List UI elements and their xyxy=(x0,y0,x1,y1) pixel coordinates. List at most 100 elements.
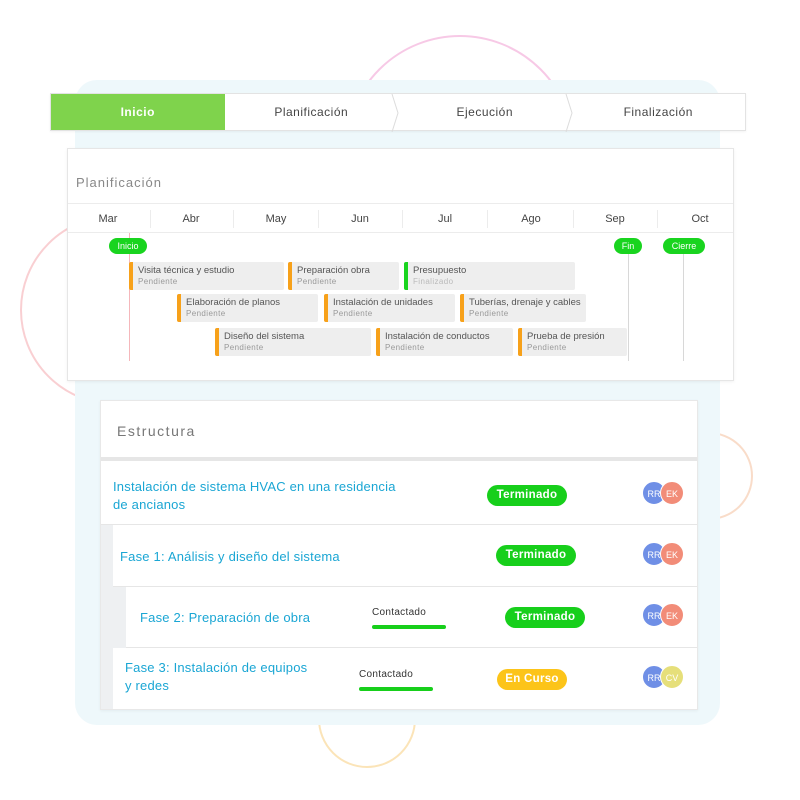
step-ejecucion[interactable]: Ejecución xyxy=(398,94,573,132)
month-divider xyxy=(657,210,658,228)
task-status: Pendiente xyxy=(224,343,264,352)
step-finalizacion[interactable]: Finalización xyxy=(572,94,746,130)
month-divider xyxy=(402,210,403,228)
task-status-indicator xyxy=(404,262,408,290)
estructura-title: Estructura xyxy=(117,423,196,439)
milestone-fin[interactable]: Fin xyxy=(614,238,642,254)
phase-name[interactable]: Fase 1: Análisis y diseño del sistema xyxy=(120,549,340,564)
milestone-line-inicio xyxy=(129,233,130,361)
month-label: Abr xyxy=(182,213,200,225)
task-status-indicator xyxy=(177,294,181,322)
step-inicio[interactable]: Inicio xyxy=(51,94,225,130)
row-name-line: de ancianos xyxy=(113,497,186,512)
month-label: Jul xyxy=(437,213,453,225)
month-label: Mar xyxy=(98,213,118,225)
task-status-indicator xyxy=(460,294,464,322)
task-status: Pendiente xyxy=(385,343,425,352)
status-badge: Terminado xyxy=(505,607,585,628)
progress-steps: Inicio Planificación Ejecución Finalizac… xyxy=(50,93,746,132)
estructura-header: Estructura xyxy=(101,401,697,461)
estructura-card: Estructura Instalación de sistema HVAC e… xyxy=(100,400,698,710)
row-name-line: Instalación de sistema HVAC en una resid… xyxy=(113,479,396,494)
month-label: Sep xyxy=(605,213,625,225)
task-bar[interactable]: Visita técnica y estudio Pendiente xyxy=(129,262,284,290)
task-bar[interactable]: Instalación de conductos Pendiente xyxy=(376,328,513,356)
task-name: Diseño del sistema xyxy=(224,331,305,342)
contact-progress-bar xyxy=(372,625,446,629)
status-badge: En Curso xyxy=(497,669,567,690)
estructura-row-phase[interactable]: Fase 1: Análisis y diseño del sistema Te… xyxy=(113,525,697,587)
task-status: Pendiente xyxy=(527,343,567,352)
task-bar[interactable]: Tuberías, drenaje y cables Pendiente xyxy=(460,294,586,322)
status-badge: Terminado xyxy=(496,545,576,566)
task-status: Finalizado xyxy=(413,277,454,286)
task-status-indicator xyxy=(518,328,522,356)
task-status: Pendiente xyxy=(333,309,373,318)
phase-name[interactable]: Fase 2: Preparación de obra xyxy=(140,610,311,625)
step-label: Finalización xyxy=(623,105,693,119)
task-status-indicator xyxy=(215,328,219,356)
task-status: Pendiente xyxy=(138,277,178,286)
avatar[interactable]: EK xyxy=(660,603,684,627)
task-name: Elaboración de planos xyxy=(186,297,281,308)
gantt-card: Planificación Mar Abr May Jun Jul Ago Se… xyxy=(67,148,734,381)
chevron-right-icon xyxy=(391,94,399,132)
project-name[interactable]: Instalación de sistema HVAC en una resid… xyxy=(113,478,396,514)
task-bar[interactable]: Elaboración de planos Pendiente xyxy=(177,294,318,322)
gantt-title: Planificación xyxy=(76,175,162,190)
task-name: Instalación de unidades xyxy=(333,297,433,308)
task-status-indicator xyxy=(324,294,328,322)
task-status-indicator xyxy=(376,328,380,356)
contact-label: Contactado xyxy=(359,669,414,680)
row-name-line: y redes xyxy=(125,678,170,693)
month-label: Oct xyxy=(691,213,709,225)
month-divider xyxy=(318,210,319,228)
month-label: Jun xyxy=(351,213,369,225)
month-label: Ago xyxy=(521,213,541,225)
step-planificacion[interactable]: Planificación xyxy=(225,94,399,132)
step-label: Inicio xyxy=(120,105,155,119)
avatar[interactable]: CV xyxy=(660,665,684,689)
avatar[interactable]: EK xyxy=(660,542,684,566)
milestone-line-fin xyxy=(628,253,629,361)
gantt-months-header: Mar Abr May Jun Jul Ago Sep Oct xyxy=(68,203,733,233)
milestone-cierre[interactable]: Cierre xyxy=(663,238,705,254)
indent-guide xyxy=(113,587,126,648)
task-bar[interactable]: Diseño del sistema Pendiente xyxy=(215,328,371,356)
estructura-row-phase[interactable]: Fase 2: Preparación de obra Contactado T… xyxy=(126,587,697,648)
phase-name[interactable]: Fase 3: Instalación de equipos y redes xyxy=(125,659,307,695)
month-divider xyxy=(487,210,488,228)
task-status-indicator xyxy=(288,262,292,290)
estructura-row-phase[interactable]: Fase 3: Instalación de equipos y redes C… xyxy=(113,648,697,709)
contact-progress-bar xyxy=(359,687,433,691)
month-divider xyxy=(150,210,151,228)
estructura-row-project[interactable]: Instalación de sistema HVAC en una resid… xyxy=(101,465,697,525)
task-name: Presupuesto xyxy=(413,265,467,276)
milestone-inicio[interactable]: Inicio xyxy=(109,238,147,254)
task-name: Visita técnica y estudio xyxy=(138,265,235,276)
contact-label: Contactado xyxy=(372,607,427,618)
task-status: Pendiente xyxy=(186,309,226,318)
task-bar[interactable]: Presupuesto Finalizado xyxy=(404,262,575,290)
month-divider xyxy=(573,210,574,228)
month-label: May xyxy=(265,213,287,225)
avatar[interactable]: RR xyxy=(642,603,666,627)
task-name: Tuberías, drenaje y cables xyxy=(469,297,581,308)
task-status-indicator xyxy=(129,262,133,290)
task-bar[interactable]: Preparación obra Pendiente xyxy=(288,262,399,290)
indent-guide xyxy=(101,525,113,709)
status-badge: Terminado xyxy=(487,485,567,506)
month-divider xyxy=(233,210,234,228)
task-name: Preparación obra xyxy=(297,265,370,276)
task-status: Pendiente xyxy=(469,309,509,318)
task-bar[interactable]: Instalación de unidades Pendiente xyxy=(324,294,455,322)
task-name: Prueba de presión xyxy=(527,331,605,342)
task-status: Pendiente xyxy=(297,277,337,286)
task-bar[interactable]: Prueba de presión Pendiente xyxy=(518,328,627,356)
step-label: Ejecución xyxy=(456,105,514,119)
step-label: Planificación xyxy=(274,105,349,119)
avatar[interactable]: EK xyxy=(660,481,684,505)
row-name-line: Fase 3: Instalación de equipos xyxy=(125,660,308,675)
task-name: Instalación de conductos xyxy=(385,331,490,342)
milestone-line-cierre xyxy=(683,253,684,361)
